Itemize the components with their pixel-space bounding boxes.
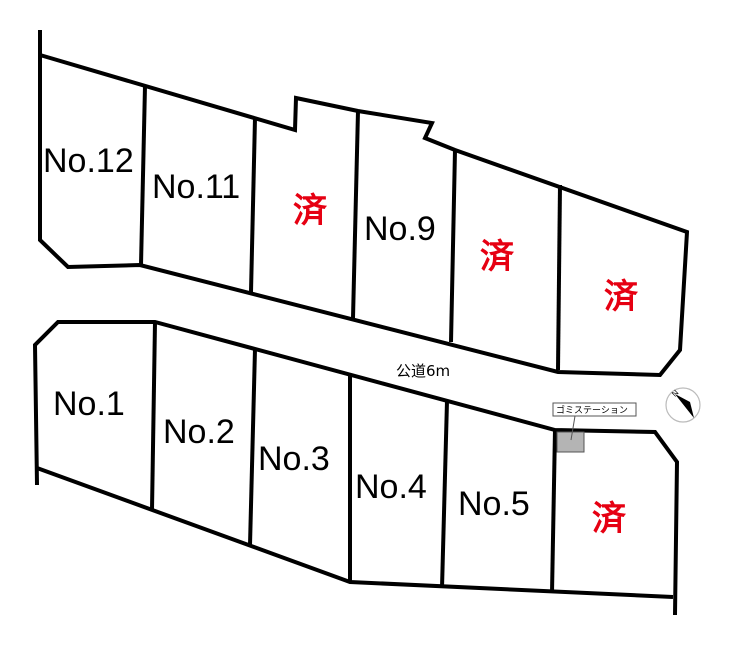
lot-label-no11[interactable]: No.11 <box>152 168 240 206</box>
lot-label-no1[interactable]: No.1 <box>53 385 125 423</box>
upper-divider <box>556 184 562 371</box>
lower-divider <box>248 348 257 546</box>
lot-label-no3[interactable]: No.3 <box>258 440 330 478</box>
lot-label-no4[interactable]: No.4 <box>355 468 427 506</box>
garbage-station-label: ゴミステーション <box>556 404 628 416</box>
garbage-label-box <box>552 402 637 417</box>
garbage-leader-line <box>570 415 576 441</box>
lot-label-no12[interactable]: No.12 <box>43 142 134 180</box>
upper-divider <box>351 110 360 319</box>
upper-divider <box>139 85 147 266</box>
lot-label-sold[interactable]: 済 <box>480 237 515 277</box>
lower-divider <box>550 429 557 594</box>
lot-label-sold[interactable]: 済 <box>592 499 627 539</box>
lot-label-no9[interactable]: No.9 <box>364 210 436 248</box>
lower-block-outline <box>32 320 680 616</box>
lower-divider <box>440 400 449 589</box>
lot-label-sold[interactable]: 済 <box>604 277 639 317</box>
upper-divider <box>449 149 457 343</box>
lot-label-sold[interactable]: 済 <box>293 191 328 231</box>
compass-label: N <box>670 388 681 399</box>
lot-label-no5[interactable]: No.5 <box>458 485 530 523</box>
lot-label-no2[interactable]: No.2 <box>163 413 235 451</box>
road-label: 公道6m <box>396 362 450 380</box>
north-arrow-icon: N <box>665 387 701 423</box>
upper-divider <box>249 117 257 293</box>
upper-block-outline <box>38 30 690 378</box>
lower-divider <box>150 321 157 511</box>
garbage-station <box>556 431 585 453</box>
